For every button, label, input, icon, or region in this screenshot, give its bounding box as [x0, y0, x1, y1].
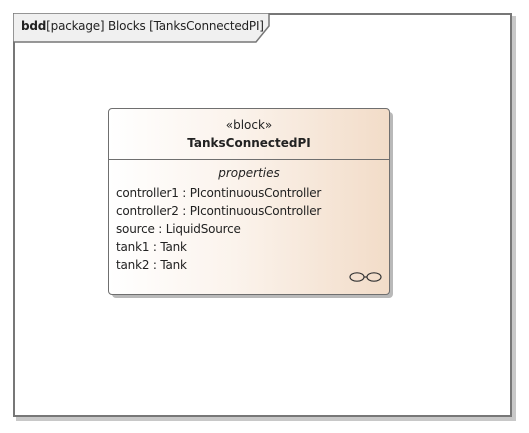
block-header: «block» TanksConnectedPI: [109, 109, 389, 160]
property-item[interactable]: tank1 : Tank: [116, 240, 187, 254]
block-name: TanksConnectedPI: [187, 136, 311, 150]
properties-compartment-title: properties: [218, 166, 280, 180]
structure-glasses-icon[interactable]: [348, 268, 384, 287]
frame-title: [package] Blocks [TanksConnectedPI]: [46, 19, 264, 33]
property-item[interactable]: controller2 : PIcontinuousController: [116, 204, 322, 218]
frame-kind: bdd: [21, 19, 47, 33]
property-item[interactable]: tank2 : Tank: [116, 258, 187, 272]
frame-tab-outline: [13, 13, 270, 43]
property-item[interactable]: controller1 : PIcontinuousController: [116, 186, 322, 200]
block-stereotype: «block»: [225, 118, 273, 132]
frame-name-tab: bdd[package] Blocks [TanksConnectedPI]: [13, 13, 273, 43]
block-tanksconnectedpi[interactable]: «block» TanksConnectedPI properties cont…: [108, 108, 390, 295]
property-item[interactable]: source : LiquidSource: [116, 222, 241, 236]
frame-label: bdd[package] Blocks [TanksConnectedPI]: [21, 19, 264, 33]
properties-list: controller1 : PIcontinuousController con…: [116, 184, 321, 274]
